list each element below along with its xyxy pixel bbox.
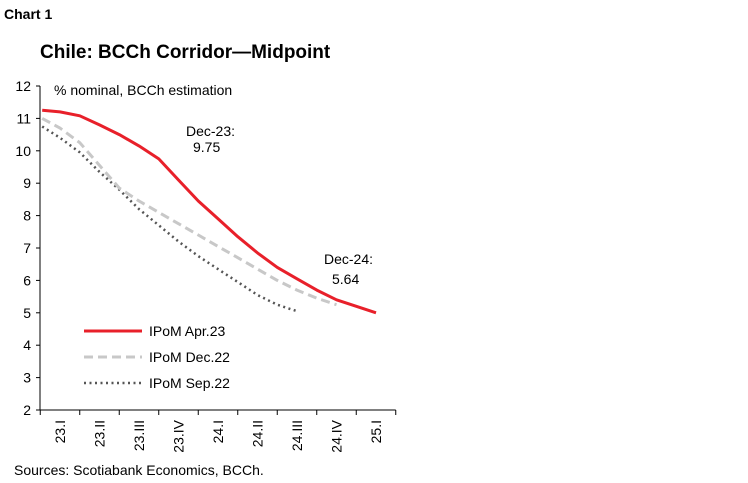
y-tick-label: 3 (23, 370, 31, 386)
legend-label-apr23: IPoM Apr.23 (149, 323, 225, 339)
y-tick-label: 10 (15, 143, 31, 159)
legend-label-dec22: IPoM Dec.22 (149, 349, 230, 365)
x-tick-label: 23.I (52, 420, 68, 443)
y-tick-label: 11 (16, 110, 31, 126)
x-tick-label: 24.IV (329, 419, 345, 452)
series-layer (41, 108, 377, 315)
x-tick-label: 24.II (250, 420, 266, 447)
y-tick-label: 12 (15, 78, 31, 94)
annotation-dec-23-line2: 9.75 (193, 139, 220, 155)
axes: 2 3 4 5 6 7 8 9 10 11 12 23.I 23.II 23.III 23.IV 24.I 24… (15, 78, 397, 453)
series-line-ipom-sep-22 (41, 125, 298, 313)
y-tick-label: 8 (23, 208, 31, 224)
y-tick-label: 7 (23, 240, 31, 256)
legend-label-sep22: IPoM Sep.22 (149, 375, 230, 391)
y-axis-label: % nominal, BCCh estimation (54, 82, 232, 98)
y-tick-label: 9 (23, 175, 31, 191)
chart-label: Chart 1 (4, 6, 53, 22)
source-note: Sources: Scotiabank Economics, BCCh. (14, 462, 264, 478)
annotation-dec-24-line1: Dec-24: (324, 251, 373, 267)
chart-title: Chile: BCCh Corridor—Midpoint (40, 42, 331, 63)
legend: IPoM Apr.23 IPoM Dec.22 IPoM Sep.22 (84, 323, 230, 391)
x-tick-label: 23.III (131, 420, 147, 451)
y-tick-label: 2 (23, 402, 31, 418)
x-tick-label: 23.IV (171, 419, 187, 452)
x-tick-label: 24.III (289, 420, 305, 451)
x-tick-label: 23.II (92, 420, 108, 447)
y-tick-label: 4 (23, 337, 31, 353)
series-line-ipom-apr-23 (42, 108, 377, 315)
y-tick-label: 6 (23, 272, 31, 288)
annotation-dec-23-line1: Dec-23: (186, 123, 235, 139)
y-tick-label: 5 (23, 305, 31, 321)
x-tick-label: 25.I (368, 420, 384, 443)
series-line-ipom-dec-22 (41, 117, 337, 307)
annotation-dec-24-line2: 5.64 (332, 271, 359, 287)
x-tick-label: 24.I (210, 420, 226, 443)
